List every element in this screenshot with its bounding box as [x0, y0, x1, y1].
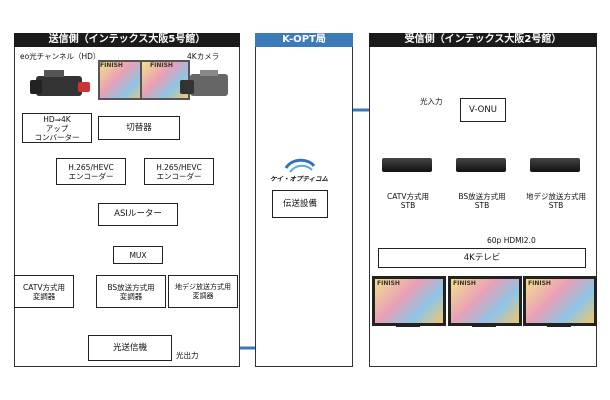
kopt-header: K-OPT局 [255, 33, 353, 47]
receive-header: 受信側（インテックス大阪2号館） [369, 33, 597, 47]
4k-tv-box: 4Kテレビ [378, 248, 586, 268]
preview-monitor-1-text: FINISH [100, 62, 123, 69]
kopt-logo-icon [282, 156, 318, 176]
tv-screen-2-text: FINISH [453, 280, 476, 287]
encoder-2-box: H.265/HEVC エンコーダー [144, 158, 214, 185]
optical-transmitter-box: 光送信機 [88, 335, 172, 361]
tv-screen-1-text: FINISH [377, 280, 400, 287]
hd-camera-icon [30, 70, 96, 100]
optical-output-label: 光出力 [176, 351, 199, 360]
stb-catv-label: CATV方式用 STB [387, 192, 429, 210]
stb-terrestrial-label: 地デジ放送方式用 STB [526, 192, 586, 210]
send-header: 送信側（インテックス大阪5号館） [14, 33, 240, 47]
asi-router-box: ASIルーター [98, 203, 178, 226]
optical-input-label: 光入力 [420, 97, 443, 106]
tv-stand-3 [547, 323, 571, 327]
4k-camera-icon [180, 70, 235, 100]
preview-monitor-1 [98, 60, 148, 100]
transmission-equipment-box: 伝送設備 [272, 190, 328, 218]
stb-terrestrial-icon [530, 158, 580, 172]
upconverter-box: HD⇒4K アップ コンバーター [22, 113, 92, 143]
vonu-box: V-ONU [460, 98, 506, 122]
camera-hd-label: eo光チャンネル（HD） [20, 52, 101, 61]
tv-stand-1 [396, 323, 420, 327]
switcher-box: 切替器 [98, 116, 180, 140]
tv-stand-2 [472, 323, 496, 327]
preview-monitor-2-text: FINISH [150, 62, 173, 69]
mux-box: MUX [113, 246, 163, 264]
encoder-1-box: H.265/HEVC エンコーダー [56, 158, 126, 185]
terrestrial-modulator-box: 地デジ放送方式用 変調器 [168, 275, 238, 308]
stb-bs-label: BS放送方式用 STB [458, 192, 506, 210]
tv-screen-3-text: FINISH [528, 280, 551, 287]
camera-4k-label: 4Kカメラ [187, 52, 220, 61]
kopt-logo-text: ケイ・オプティコム [270, 175, 328, 183]
stb-bs-icon [456, 158, 506, 172]
hdmi-label: 60p HDMI2.0 [487, 236, 536, 245]
stb-catv-icon [382, 158, 432, 172]
catv-modulator-box: CATV方式用 変調器 [14, 275, 74, 308]
bs-modulator-box: BS放送方式用 変調器 [96, 275, 166, 308]
